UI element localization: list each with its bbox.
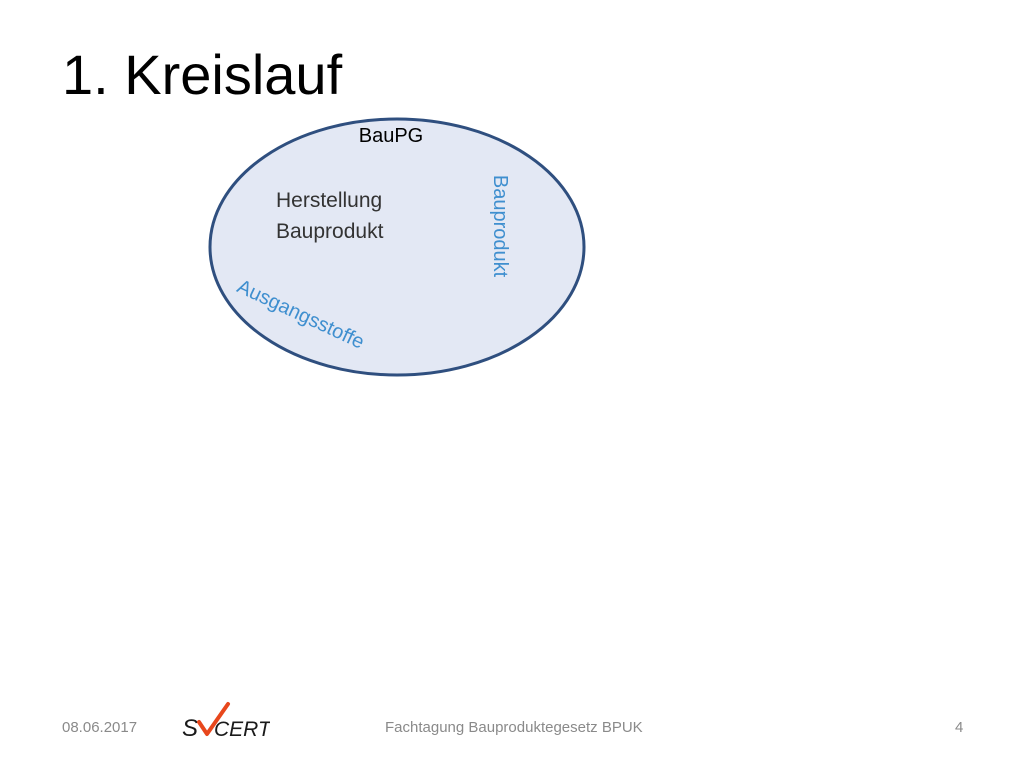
footer-date: 08.06.2017 <box>62 719 138 736</box>
bauprodukt-inner-label: Bauprodukt <box>276 220 384 243</box>
baupg-label: BauPG <box>359 125 423 147</box>
logo-letter-s: S <box>182 715 198 742</box>
herstellung-label: Herstellung <box>276 189 382 212</box>
page-number: 4 <box>955 719 964 736</box>
logo-text-cert: CERT <box>214 718 270 741</box>
baupg-ellipse <box>208 117 586 377</box>
slide-title: 1. Kreislauf <box>62 43 343 106</box>
svcert-logo: S CERT <box>182 702 270 742</box>
footer-event-title: Fachtagung Bauproduktegesetz BPUK <box>385 719 643 736</box>
bauprodukt-arc-label: Bauprodukt <box>489 175 511 278</box>
checkmark-icon <box>197 702 230 736</box>
